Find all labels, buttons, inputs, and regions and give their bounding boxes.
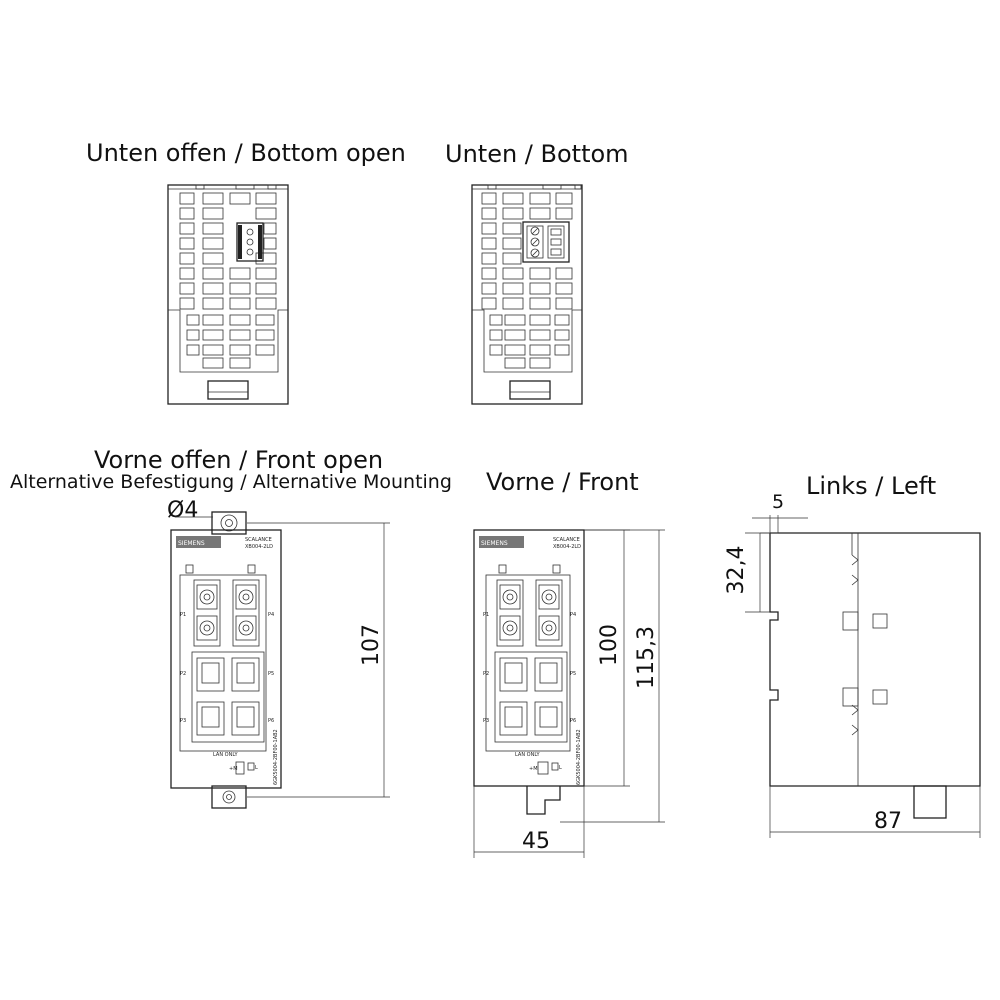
bottom-view [471,184,583,405]
port-label-p5: P5 [268,671,274,677]
order-number-label: 6GK5004-2BF00-1AB2 [273,729,279,785]
model-label: XB004-2LD [245,544,273,550]
port-label-p6-front: P6 [570,718,576,724]
product-label: SCALANCE [245,537,272,543]
product-label-front: SCALANCE [553,537,580,543]
dim-hole-diameter: Ø4 [167,498,199,523]
port-label-p1: P1 [180,612,186,618]
port-label-p4: P4 [268,612,274,618]
front-open-view: SIEMENS SCALANCE XB004-2LD P1 P2 [170,511,390,809]
subtitle-alternative-mounting: Alternative Befestigung / Alternative Mo… [10,471,452,493]
port-label-p3: P3 [180,718,186,724]
brand-label: SIEMENS [178,540,205,547]
port-label-p5-front: P5 [570,671,576,677]
dim-offset-5: 5 [772,491,785,513]
title-front-open: Vorne offen / Front open [94,446,384,474]
model-label-front: XB004-2LD [553,544,581,550]
port-label-p3-front: P3 [483,718,489,724]
brand-label-front: SIEMENS [481,540,508,547]
bottom-open-view [167,184,289,405]
lan-only-label: LAN ONLY [213,752,238,758]
title-bottom: Unten / Bottom [445,140,629,168]
port-label-p6: P6 [268,718,274,724]
port-label-p4-front: P4 [570,612,576,618]
led-label: L [255,765,258,771]
port-label-p2: P2 [180,671,186,677]
title-bottom-open: Unten offen / Bottom open [86,139,406,167]
power-terminal-closed [522,221,570,263]
order-number-label-front: 6GK5004-2BF00-1AB2 [576,729,582,785]
dim-width-45: 45 [522,829,550,854]
port-label-p2-front: P2 [483,671,489,677]
power-terminal-open [236,222,264,262]
lan-only-label-front: LAN ONLY [515,752,540,758]
port-label-p1-front: P1 [483,612,489,618]
supply-label: +M [229,766,238,772]
title-front: Vorne / Front [486,468,639,496]
supply-label-front: +M [529,766,538,772]
dim-depth-87: 87 [874,809,902,834]
title-left: Links / Left [806,472,937,500]
left-view [745,515,981,838]
led-label-front: L [559,765,562,771]
front-view: SIEMENS SCALANCE XB004-2LD P1 P2 P3 P4 P… [473,529,665,858]
